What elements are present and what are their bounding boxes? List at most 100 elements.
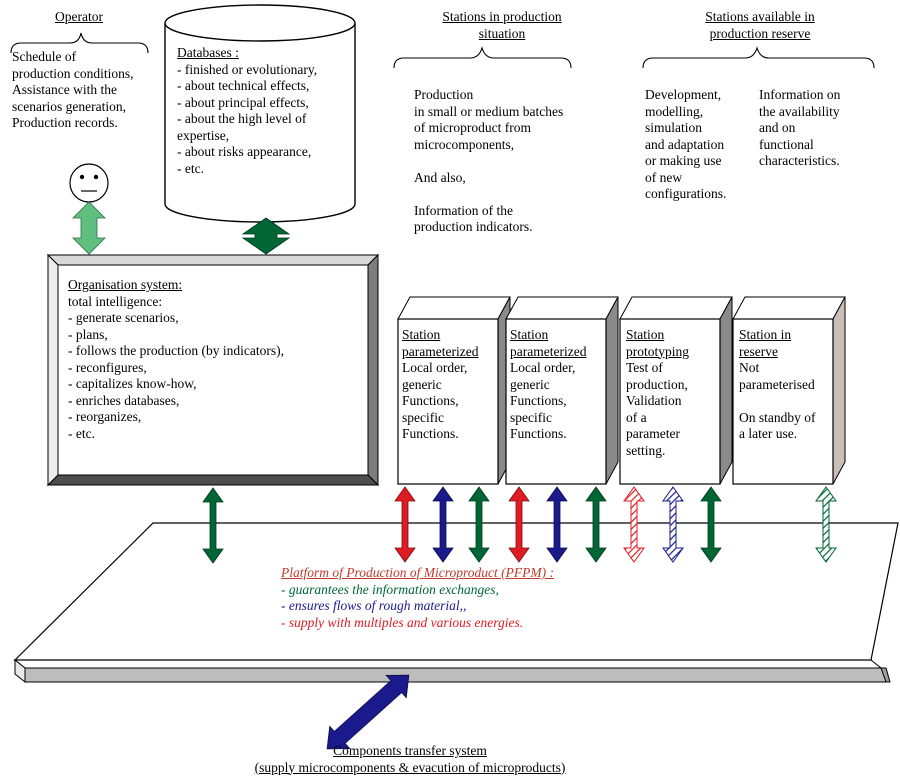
station3-energy-arrow xyxy=(623,486,645,563)
station-line: Local order, xyxy=(402,360,468,375)
station-title: Station xyxy=(626,327,665,342)
databases-line: - about principal effects, xyxy=(177,94,309,110)
reserve-left-line: of new xyxy=(645,169,683,185)
databases-title: Databases : xyxy=(177,45,239,60)
databases-line: - about technical effects, xyxy=(177,78,310,93)
reserve-left-line: modelling, xyxy=(645,103,704,119)
operator-title: Operator xyxy=(55,9,103,24)
production-line xyxy=(414,153,563,170)
reserve-right-line: characteristics. xyxy=(759,153,840,168)
production-line: And also, xyxy=(414,169,466,185)
station-3-text: Station prototyping Test of production, … xyxy=(626,327,689,459)
station-box-3 xyxy=(619,296,733,485)
station-line: Functions, xyxy=(402,393,459,408)
operator-link-arrow xyxy=(72,201,106,255)
platform-text: Platform of Production of Microproduct (… xyxy=(281,565,554,631)
production-header-line: Stations in production xyxy=(442,9,562,24)
reserve-right-line: Information on xyxy=(759,87,841,102)
station-1-text: Station parameterized Local order, gener… xyxy=(402,327,478,443)
station-title: reserve xyxy=(739,343,778,359)
databases-text: Databases : - finished or evolutionary, … xyxy=(177,45,317,177)
reserve-left-line: and adaptation xyxy=(645,136,725,152)
station-line: parameter xyxy=(626,426,680,441)
reserve-header-line: production reserve xyxy=(709,25,811,41)
production-line: of microproduct from xyxy=(414,120,531,135)
platform-information-line: - guarantees the information exchanges, xyxy=(281,581,499,597)
station-line: Not xyxy=(739,360,760,375)
station2-information-arrow xyxy=(585,486,607,563)
operator-line: Production records. xyxy=(12,115,118,130)
databases-line: - etc. xyxy=(177,160,204,176)
production-line: in small or medium batches xyxy=(414,103,564,119)
reserve-description-left: Development, modelling, simulation and a… xyxy=(645,87,726,203)
reserve-left-line: Development, xyxy=(645,87,722,102)
production-line: Information of the xyxy=(414,202,513,218)
reserve-header-line: Stations available in xyxy=(705,9,815,24)
station-line: Test of xyxy=(626,360,663,375)
operator-line: scenarios generation, xyxy=(12,98,126,114)
databases-line: - about risks appearance, xyxy=(177,144,312,159)
platform-slab xyxy=(13,522,899,684)
platform-title: Platform of Production of Microproduct (… xyxy=(281,565,554,580)
station-title: parameterized xyxy=(402,343,479,359)
organisation-line: - etc. xyxy=(68,425,95,441)
station1-information-arrow xyxy=(468,486,490,563)
organisation-line: - enriches databases, xyxy=(68,392,180,408)
reserve-brace xyxy=(642,46,875,69)
transfer-subtitle: (supply microcomponents & evacution of m… xyxy=(254,759,566,775)
organisation-line: - reconfigures, xyxy=(68,359,147,375)
organisation-line: - follows the production (by indicators)… xyxy=(68,343,284,358)
station-4-text: Station in reserve Not parameterised On … xyxy=(739,327,816,443)
station-title: parameterized xyxy=(510,343,587,359)
organisation-box xyxy=(46,253,380,487)
transfer-title: Components transfer system xyxy=(333,743,487,758)
reserve-header: Stations available in production reserve xyxy=(660,9,860,42)
reserve-right-line: functional xyxy=(759,136,814,152)
station-line xyxy=(739,393,816,410)
platform-energy-line: - supply with multiples and various ener… xyxy=(281,614,524,630)
operator-line: production conditions, xyxy=(12,65,134,81)
production-header-line: situation xyxy=(478,25,526,41)
organisation-line: total intelligence: xyxy=(68,293,163,309)
header-braces xyxy=(10,32,875,69)
station1-energy-arrow xyxy=(394,486,416,563)
station-line: production, xyxy=(626,376,688,392)
station-line: Functions. xyxy=(402,426,459,441)
station-line: of a xyxy=(626,409,647,425)
station-line: Functions. xyxy=(510,426,567,441)
station-line: Validation xyxy=(626,393,682,408)
station-line: a later use. xyxy=(739,426,798,441)
station-line: Functions, xyxy=(510,393,567,408)
organisation-line: - capitalizes know-how, xyxy=(68,376,197,391)
production-line xyxy=(414,186,563,203)
production-line: production indicators. xyxy=(414,219,533,234)
databases-line: expertise, xyxy=(177,127,230,143)
station-title: Station xyxy=(510,327,549,342)
organisation-line: - reorganizes, xyxy=(68,409,142,424)
transfer-arrow xyxy=(326,674,410,750)
station3-information-arrow xyxy=(700,486,722,563)
reserve-left-line: simulation xyxy=(645,120,702,135)
operator-description: Schedule of production conditions, Assis… xyxy=(12,49,134,132)
organisation-line: - plans, xyxy=(68,326,108,342)
station2-energy-arrow xyxy=(508,486,530,563)
station-line: On standby of xyxy=(739,409,816,425)
database-link-arrow xyxy=(241,217,291,255)
production-line: microcomponents, xyxy=(414,136,515,152)
station-line: parameterised xyxy=(739,376,815,392)
station-title: prototyping xyxy=(626,343,689,359)
operator-smiley-icon xyxy=(69,163,109,203)
production-description: Production in small or medium batches of… xyxy=(414,87,563,236)
station-box-2 xyxy=(505,296,619,485)
organisation-platform-arrow xyxy=(202,487,224,564)
station-box-4 xyxy=(732,296,846,485)
databases-line: - finished or evolutionary, xyxy=(177,61,318,77)
organisation-title: Organisation system: xyxy=(68,277,183,292)
reserve-left-line: or making use xyxy=(645,153,722,168)
operator-line: Assistance with the xyxy=(12,82,117,97)
station4-information-arrow xyxy=(815,486,837,563)
platform-material-line: - ensures flows of rough material,, xyxy=(281,598,467,613)
station-line: setting. xyxy=(626,442,666,458)
